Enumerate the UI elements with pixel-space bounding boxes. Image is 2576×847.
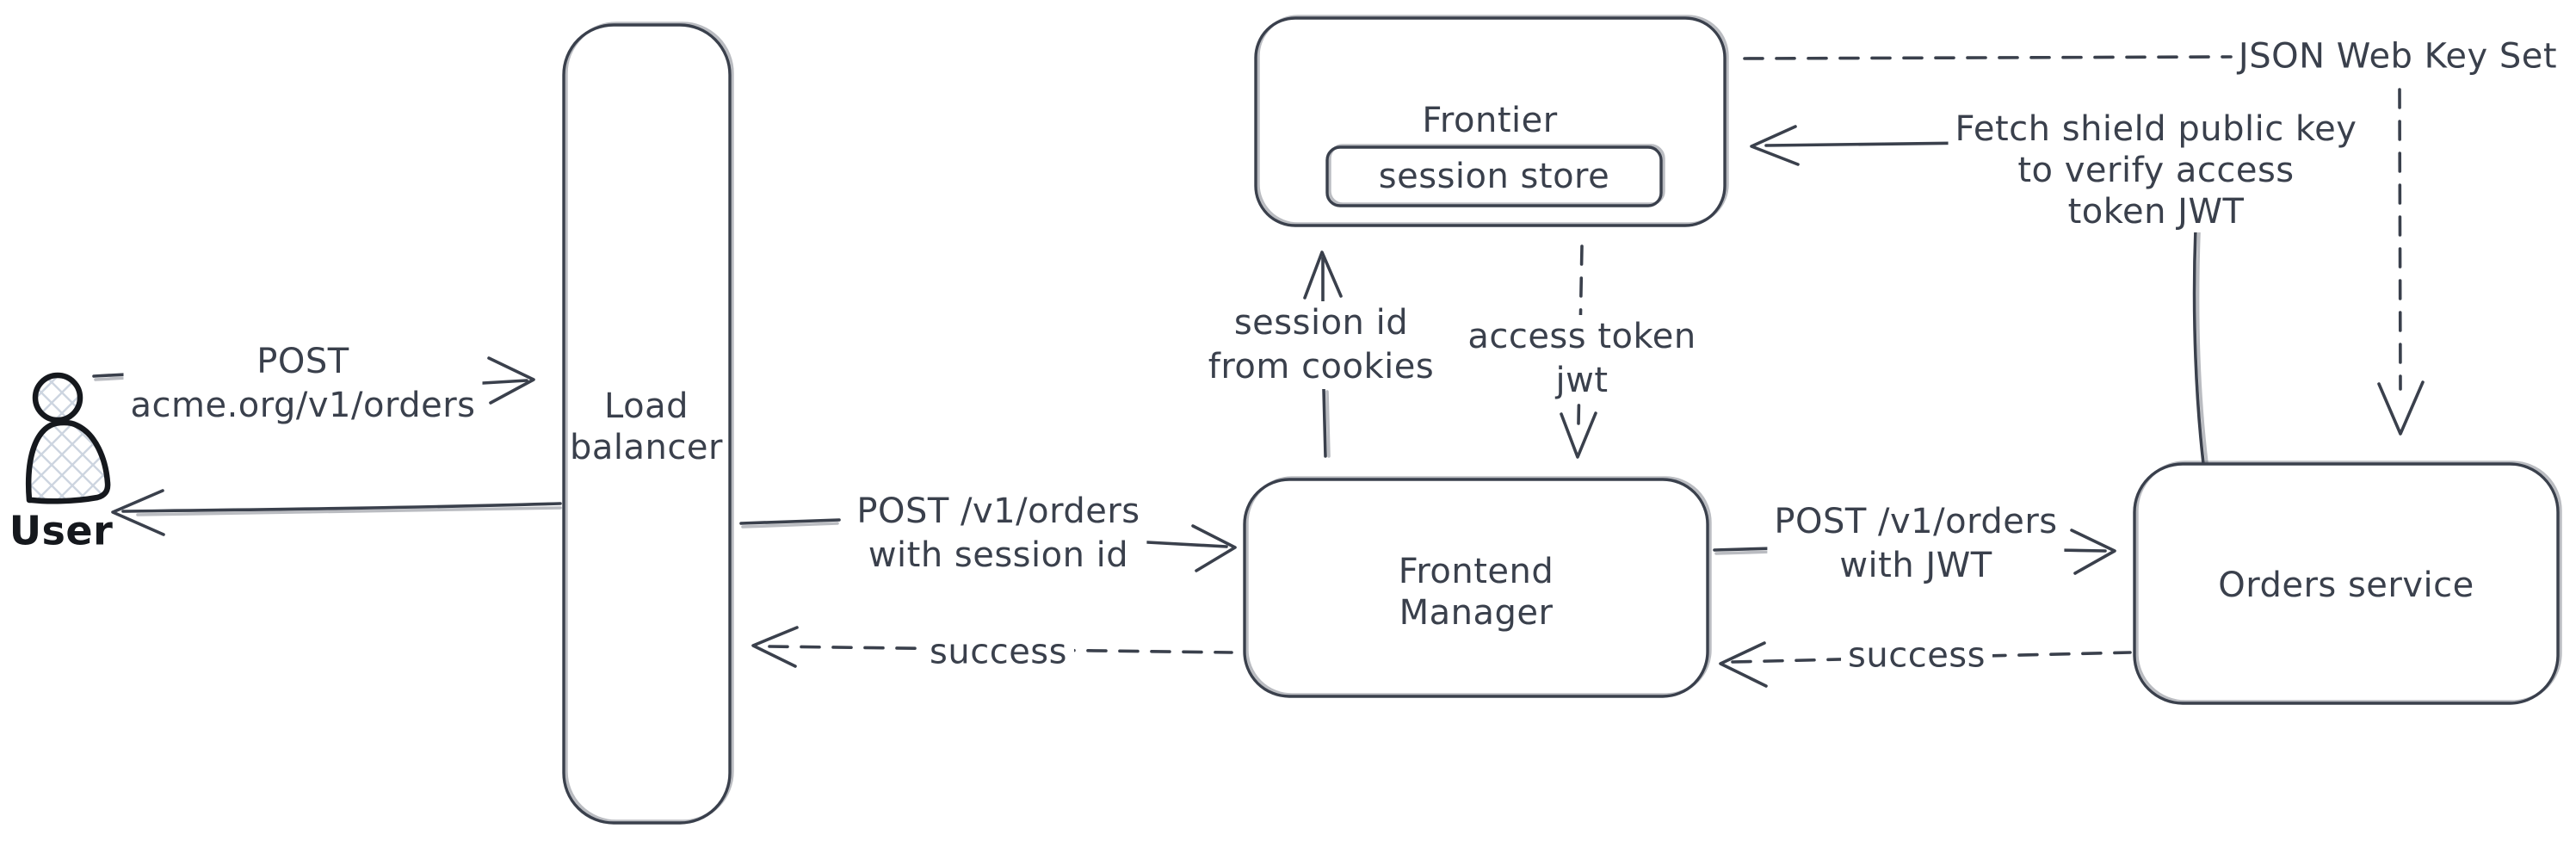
node-load-balancer: [562, 22, 734, 825]
node-label-user: User: [9, 507, 114, 554]
arrow-jwks-dashed: [1743, 55, 2425, 436]
arrow-lb-to-frontend-manager: [739, 518, 1237, 572]
edge-label-orders-to-fm-success: success: [1841, 634, 1992, 678]
arrow-frontend-manager-to-orders: [1713, 529, 2116, 575]
node-label-orders-service: Orders service: [2218, 566, 2474, 605]
arrow-frontend-manager-to-frontier: [1303, 250, 1343, 458]
node-frontend-manager: [1243, 476, 1712, 698]
edge-label-lb-to-fm: POST /v1/orders with session id: [849, 490, 1147, 578]
node-label-load-balancer: Load balancer: [570, 386, 723, 467]
node-orders-service: [2133, 461, 2562, 705]
edge-label-fetch-shield-public-key: Fetch shield public key to verify access…: [1948, 108, 2364, 232]
arrow-frontier-to-frontend-manager: [1560, 244, 1597, 459]
arrow-load-balancer-to-user: [111, 489, 562, 536]
node-label-frontier: Frontier: [1422, 101, 1558, 140]
node-label-session-store: session store: [1378, 157, 1610, 196]
edge-label-access-token-jwt: access token jwt: [1461, 315, 1703, 403]
node-label-frontend-manager: Frontend Manager: [1398, 552, 1554, 633]
edge-label-fm-to-orders: POST /v1/orders with JWT: [1767, 500, 2065, 588]
edge-label-user-to-lb: POST acme.org/v1/orders: [123, 340, 483, 428]
arrow-orders-to-frontier-fetch-key: [1750, 125, 2208, 465]
edge-label-json-web-key-set: JSON Web Key Set: [2238, 36, 2558, 77]
edge-label-session-id-from-cookies: session id from cookies: [1201, 301, 1442, 389]
user-icon: [26, 372, 111, 504]
node-session-store: [1325, 144, 1665, 207]
edge-label-fm-to-lb-success: success: [923, 630, 1074, 675]
